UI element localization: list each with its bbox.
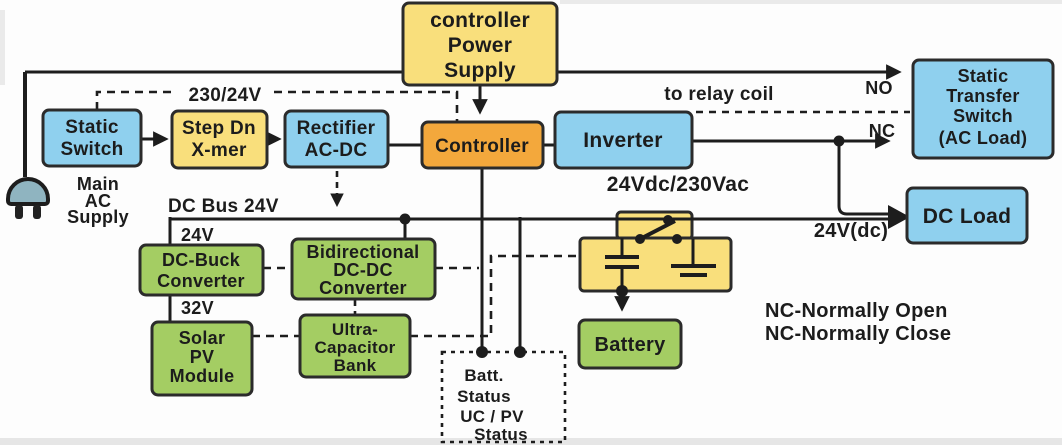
junction-dot xyxy=(833,135,845,147)
no-contact-label: NO xyxy=(865,78,893,98)
battery-box: Battery xyxy=(577,318,683,370)
switch-contact-dot xyxy=(663,215,673,225)
junction-dot xyxy=(399,213,411,225)
solar-pv-module-box: Solar PV Module xyxy=(150,320,254,397)
box-label: Converter xyxy=(157,271,245,291)
step-down-transformer-box: Step Dn X-mer xyxy=(170,109,269,170)
box-label: Bank xyxy=(334,356,377,375)
box-label: Module xyxy=(170,366,235,386)
status-tap-label: UC / PV xyxy=(460,407,524,426)
box-label: Switch xyxy=(953,106,1013,126)
pv-voltage-label: 32V xyxy=(181,298,214,318)
box-label: Transfer xyxy=(946,86,1019,106)
controller-power-supply-box: controller Power Supply xyxy=(401,1,559,87)
box-label: Converter xyxy=(319,278,407,298)
switch-contact-dot xyxy=(672,234,682,244)
box-label: Bidirectional xyxy=(307,242,420,262)
inverter-rating-label: 24Vdc/230Vac xyxy=(607,173,750,196)
status-tap-label: Status xyxy=(474,425,528,444)
box-label: PV xyxy=(190,347,215,367)
box-label: Solar xyxy=(179,328,226,348)
dc-load-arrowhead xyxy=(888,205,910,229)
inverter-box: Inverter xyxy=(553,110,694,170)
ultracapacitor-bank-box: Ultra- Capacitor Bank xyxy=(298,313,412,379)
box-label: AC-DC xyxy=(305,140,368,161)
dc-bus-label: DC Bus 24V xyxy=(168,196,279,217)
uc-pv-status-tap-dot xyxy=(514,346,526,358)
box-label: X-mer xyxy=(191,140,247,161)
controller-control-dashed-line xyxy=(274,90,459,121)
status-tap-dashed-box xyxy=(440,350,567,444)
box-label: Step Dn xyxy=(182,118,256,139)
scan-artifact-left xyxy=(0,10,5,85)
box-label: Ultra- xyxy=(332,320,378,339)
box-label: Controller xyxy=(435,136,529,157)
dc-load-box: DC Load xyxy=(905,186,1029,245)
staticswitch-control-dashed-line xyxy=(95,90,176,110)
static-transfer-switch-box: Static Transfer Switch (AC Load) xyxy=(911,58,1055,160)
power-plug-icon xyxy=(6,177,50,219)
bidirectional-converter-box: Bidirectional DC-DC Converter xyxy=(290,237,437,301)
nc-contact-label: NC xyxy=(869,121,896,141)
controller-box: Controller xyxy=(420,120,545,170)
rectifier-box: Rectifier AC-DC xyxy=(283,109,390,169)
main-ac-supply-label: AC xyxy=(85,191,112,211)
nc-branch-down-line xyxy=(837,141,888,216)
switch-contact-dot xyxy=(635,234,645,244)
dc-buck-converter-box: DC-Buck Converter xyxy=(138,243,265,297)
buck-input-voltage-label: 24V xyxy=(181,225,214,245)
legend-line: NC-Normally Close xyxy=(765,323,951,345)
box-label: Battery xyxy=(594,334,666,356)
switch-housing-box xyxy=(615,210,694,241)
box-label: Supply xyxy=(444,59,516,82)
box-label: Switch xyxy=(60,139,123,160)
status-tap-label: Status xyxy=(457,387,511,406)
box-label: Capacitor xyxy=(314,338,395,357)
box-label: DC Load xyxy=(923,205,1011,228)
box-label: DC-Buck xyxy=(162,250,241,270)
box-label: Inverter xyxy=(583,129,662,152)
box-label: (AC Load) xyxy=(939,128,1028,148)
box-label: Static xyxy=(65,117,119,138)
box-label: Rectifier xyxy=(297,118,376,139)
to-relay-coil-label: to relay coil xyxy=(664,84,774,105)
box-label: controller xyxy=(430,9,530,32)
status-tap-label: Batt. xyxy=(464,366,503,385)
box-label: Power xyxy=(448,34,513,57)
main-ac-supply-label: Supply xyxy=(67,207,129,227)
dc-load-voltage-label: 24V(dc) xyxy=(814,220,888,242)
scan-artifact-top xyxy=(560,0,1062,4)
transformer-ratio-label: 230/24V xyxy=(189,85,262,106)
legend-line: NC-Normally Open xyxy=(765,300,948,322)
static-switch-box: Static Switch xyxy=(41,108,143,168)
box-label: DC-DC xyxy=(333,260,393,280)
main-ac-supply-label: Main xyxy=(77,174,119,194)
box-label: Static xyxy=(958,66,1009,86)
